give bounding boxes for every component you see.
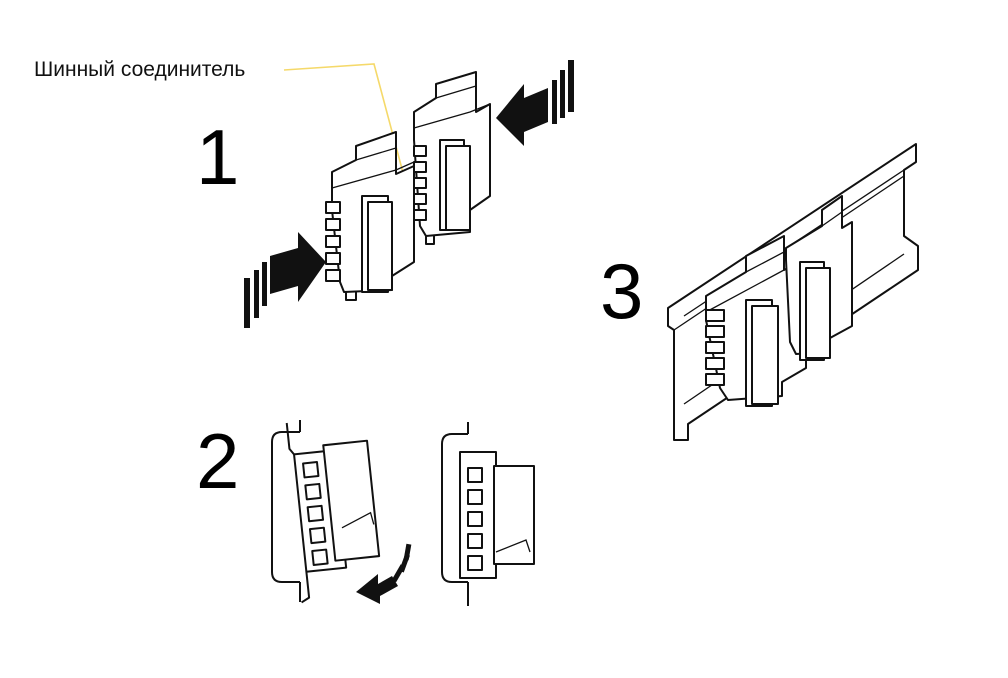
step1-module-left	[325, 131, 415, 301]
rotate-arrow-icon	[356, 543, 412, 604]
step-number-3: 3	[600, 247, 644, 335]
step-number-1: 1	[196, 113, 240, 201]
bus-connector-label: Шинный соединитель	[34, 58, 246, 81]
step1-module-right	[413, 71, 491, 245]
step2-rail-right	[441, 422, 469, 606]
step3-module-front	[705, 235, 807, 407]
push-arrow-icon	[244, 232, 326, 328]
step-number-2: 2	[196, 417, 240, 505]
step1-left-terminals	[325, 201, 341, 282]
step2-mounted-terminals	[467, 467, 483, 571]
step2-module-mounted	[459, 451, 535, 579]
push-arrow-icon	[496, 60, 574, 146]
step2-rail-left	[271, 420, 301, 602]
step3-module-back	[785, 195, 853, 361]
step2-module-tilted	[285, 422, 381, 604]
step2-tilted-terminals	[302, 461, 329, 566]
step3-terminals	[705, 309, 725, 386]
